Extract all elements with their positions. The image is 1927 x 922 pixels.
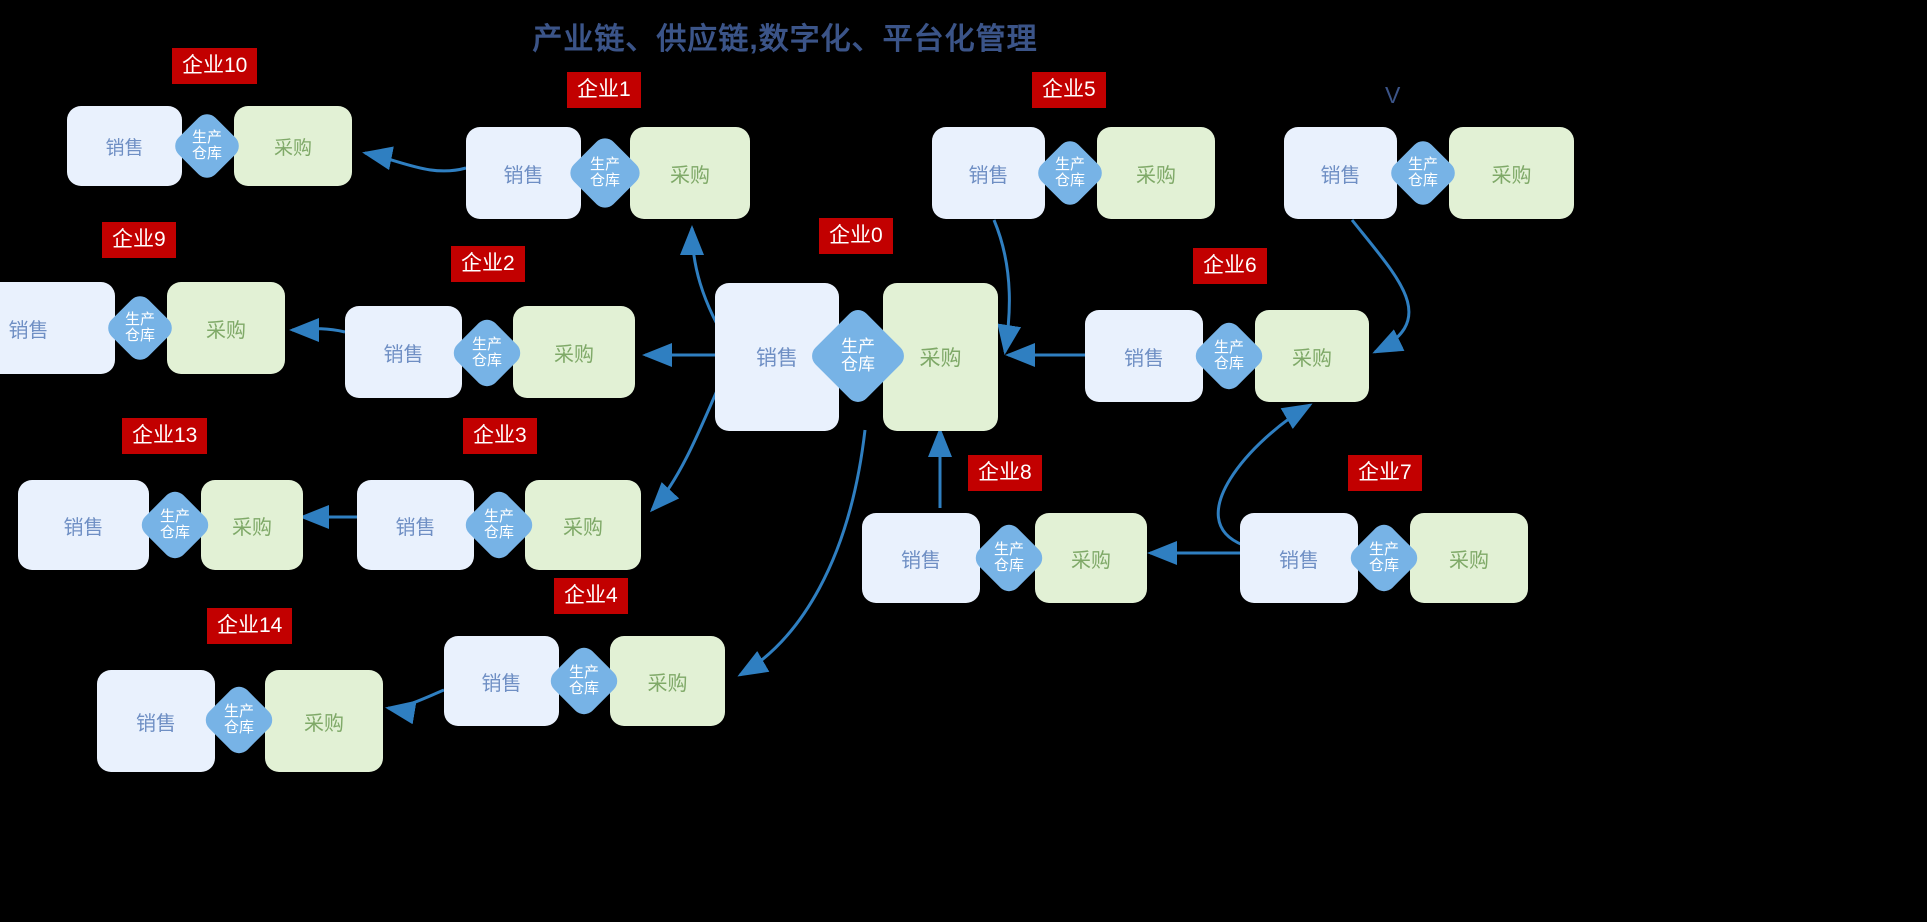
sales-box-qiye2[interactable]: 销售	[345, 306, 462, 398]
sales-label: 销售	[8, 319, 49, 342]
sales-label: 销售	[901, 549, 941, 572]
sales-label: 销售	[383, 343, 424, 366]
purchase-box-qiye13[interactable]: 采购	[201, 480, 303, 570]
purchase-label: 采购	[1292, 347, 1332, 370]
purchase-box-unnamed[interactable]: 采购	[1449, 127, 1574, 219]
sales-box-qiye9[interactable]: 销售	[0, 282, 115, 374]
sales-box-unnamed[interactable]: 销售	[1284, 127, 1397, 219]
purchase-label: 采购	[919, 347, 962, 370]
sales-box-qiye7[interactable]: 销售	[1240, 513, 1358, 603]
purchase-label: 采购	[304, 712, 344, 735]
purchase-box-qiye1[interactable]: 采购	[630, 127, 750, 219]
sales-box-qiye6[interactable]: 销售	[1085, 310, 1203, 402]
sales-box-qiye1[interactable]: 销售	[466, 127, 581, 219]
purchase-label: 采购	[1071, 549, 1111, 572]
unit-label-qiye3: 企业3	[463, 418, 537, 454]
unit-label-qiye8: 企业8	[968, 455, 1042, 491]
sales-label: 销售	[481, 672, 522, 695]
purchase-box-qiye2[interactable]: 采购	[513, 306, 635, 398]
purchase-box-qiye0[interactable]: 采购	[883, 283, 998, 431]
edge-qiye2-to-qiye9	[289, 317, 346, 342]
purchase-label: 采购	[554, 343, 594, 366]
purchase-label: 采购	[273, 137, 312, 159]
sales-label: 销售	[1320, 164, 1361, 187]
sales-box-qiye14[interactable]: 销售	[97, 670, 215, 772]
purchase-box-qiye8[interactable]: 采购	[1035, 513, 1147, 603]
purchase-label: 采购	[206, 319, 246, 342]
sales-box-qiye13[interactable]: 销售	[18, 480, 149, 570]
sales-label: 销售	[63, 516, 104, 539]
purchase-label: 采购	[647, 672, 688, 695]
unit-label-qiye1: 企业1	[567, 72, 641, 108]
unit-label-qiye6: 企业6	[1193, 248, 1267, 284]
sales-box-qiye4[interactable]: 销售	[444, 636, 559, 726]
purchase-label: 采购	[1491, 164, 1532, 187]
stray-v-marker: V	[1385, 82, 1401, 108]
purchase-label: 采购	[1449, 549, 1489, 572]
sales-box-qiye5[interactable]: 销售	[932, 127, 1045, 219]
purchase-box-qiye14[interactable]: 采购	[265, 670, 383, 772]
purchase-box-qiye9[interactable]: 采购	[167, 282, 285, 374]
sales-box-qiye3[interactable]: 销售	[357, 480, 474, 570]
purchase-box-qiye7[interactable]: 采购	[1410, 513, 1528, 603]
sales-label: 销售	[1279, 549, 1319, 572]
sales-box-qiye10[interactable]: 销售	[67, 106, 182, 186]
unit-label-qiye2: 企业2	[451, 246, 525, 282]
edge-qiye0-to-qiye4	[737, 429, 867, 677]
sales-label: 销售	[968, 164, 1009, 187]
sales-label: 销售	[1124, 347, 1164, 370]
unit-label-qiye9: 企业9	[102, 222, 176, 258]
unit-label-qiye0: 企业0	[819, 218, 893, 254]
purchase-label: 采购	[563, 516, 603, 539]
sales-label: 销售	[395, 516, 436, 539]
purchase-box-qiye4[interactable]: 采购	[610, 636, 725, 726]
sales-label: 销售	[503, 164, 544, 187]
purchase-box-qiye6[interactable]: 采购	[1255, 310, 1369, 402]
purchase-label: 采购	[232, 516, 272, 539]
purchase-label: 采购	[670, 164, 710, 187]
sales-label: 销售	[105, 137, 144, 159]
unit-label-qiye7: 企业7	[1348, 455, 1422, 491]
purchase-box-qiye5[interactable]: 采购	[1097, 127, 1215, 219]
unit-label-qiye14: 企业14	[207, 608, 293, 644]
unit-label-qiye10: 企业10	[172, 48, 258, 84]
sales-label: 销售	[136, 712, 176, 735]
edge-qiye1-to-qiye10	[362, 146, 467, 173]
sales-box-qiye8[interactable]: 销售	[862, 513, 980, 603]
purchase-box-qiye10[interactable]: 采购	[234, 106, 352, 186]
unit-label-qiye4: 企业4	[554, 578, 628, 614]
sales-label: 销售	[756, 347, 798, 370]
unit-label-qiye5: 企业5	[1032, 72, 1106, 108]
unit-label-qiye13: 企业13	[122, 418, 208, 454]
purchase-box-qiye3[interactable]: 采购	[525, 480, 641, 570]
purchase-label: 采购	[1136, 164, 1176, 187]
page-title: 产业链、供应链,数字化、平台化管理	[532, 23, 1038, 56]
edge-qiye4-to-qiye14	[385, 688, 445, 725]
